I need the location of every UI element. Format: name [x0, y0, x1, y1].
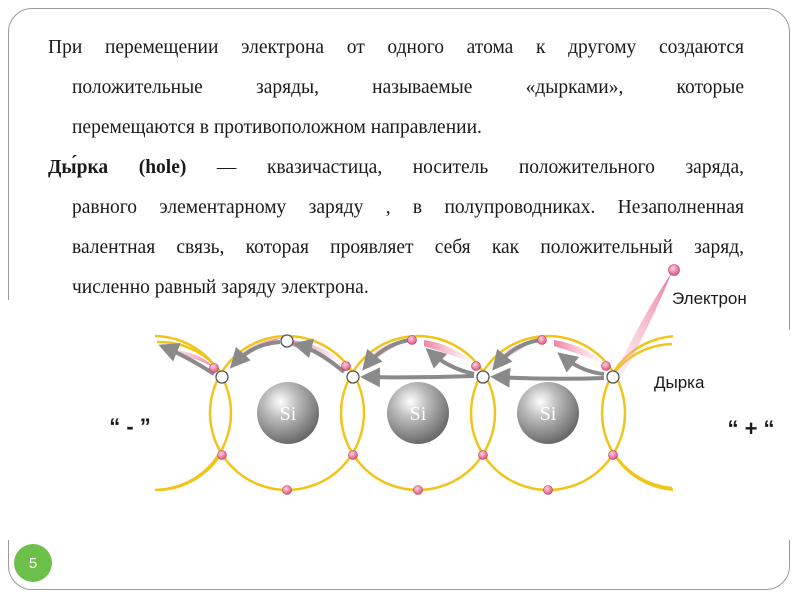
electron: [608, 450, 618, 460]
paragraph-line: численно равный заряду электрона.: [72, 277, 369, 298]
paragraph-line: При перемещении электрона от одного атом…: [48, 37, 744, 58]
atoms: Si Si Si: [257, 382, 579, 444]
paragraph-line: валентная связь, которая проявляет себя …: [72, 237, 744, 258]
hole: [280, 334, 294, 348]
hole: [215, 370, 229, 384]
bond-edge: [612, 342, 673, 375]
text-block: При перемещении электрона от одного атом…: [48, 28, 744, 308]
si-atom: [257, 382, 319, 444]
electron: [601, 361, 611, 371]
free-electron-trail: [616, 272, 672, 376]
electron: [209, 363, 219, 373]
electron-trail: [554, 340, 606, 364]
si-atom: [517, 382, 579, 444]
arrow: [362, 338, 411, 371]
electron: [413, 485, 423, 495]
arrow: [425, 348, 475, 376]
arrow: [292, 338, 346, 374]
hole: [476, 370, 490, 384]
bond-edge: [156, 451, 224, 492]
arrow: [557, 352, 605, 376]
free-electron: [668, 264, 680, 276]
arrow: [492, 338, 541, 371]
electron-trail: [424, 340, 476, 364]
holes: [215, 334, 620, 384]
electron: [348, 450, 358, 460]
bond-edge: [611, 451, 673, 490]
electron: [471, 361, 481, 371]
electron: [282, 485, 292, 495]
electron-trail: [484, 338, 542, 374]
electrons: [209, 264, 680, 495]
slide-number-badge: 5: [14, 544, 52, 582]
electron: [543, 485, 553, 495]
paragraph-line: положительные заряды, называемые «дыркам…: [72, 77, 744, 98]
arrow: [229, 340, 281, 369]
paragraph-holes: При перемещении электрона от одного атом…: [48, 28, 744, 148]
si-atom: [387, 382, 449, 444]
positive-pole-label: “ + “: [727, 416, 774, 441]
hole: [606, 370, 620, 384]
electron: [537, 335, 547, 345]
paragraph-line: Ды́рка (hole) — квазичастица, носитель п…: [48, 148, 744, 188]
electron: [217, 450, 227, 460]
atom-label: Si: [540, 403, 557, 425]
hole-shift-arrows: [158, 338, 605, 388]
hole-label: Дырка: [654, 373, 705, 392]
definition-text: — квазичастица, носитель положительного …: [186, 157, 744, 178]
paragraph-definition: Ды́рка (hole) — квазичастица, носитель п…: [48, 148, 744, 308]
arrow: [360, 367, 475, 388]
electron-label: Электрон: [672, 289, 747, 308]
term-hole: Ды́рка (hole): [48, 157, 187, 178]
electron: [478, 450, 488, 460]
paragraph-line: перемещаются в противоположном направлен…: [72, 117, 482, 138]
electron: [407, 335, 417, 345]
electron: [341, 361, 351, 371]
negative-pole-label: “ - ”: [109, 414, 151, 439]
atom-label: Si: [410, 403, 427, 425]
hole: [346, 370, 360, 384]
paragraph-line: равного элементарному заряду , в полупро…: [72, 197, 744, 218]
electron-trail: [222, 338, 282, 374]
electron-trail: [354, 338, 412, 374]
arrow: [158, 343, 216, 376]
arrow: [490, 367, 605, 388]
atom-label: Si: [280, 403, 297, 425]
